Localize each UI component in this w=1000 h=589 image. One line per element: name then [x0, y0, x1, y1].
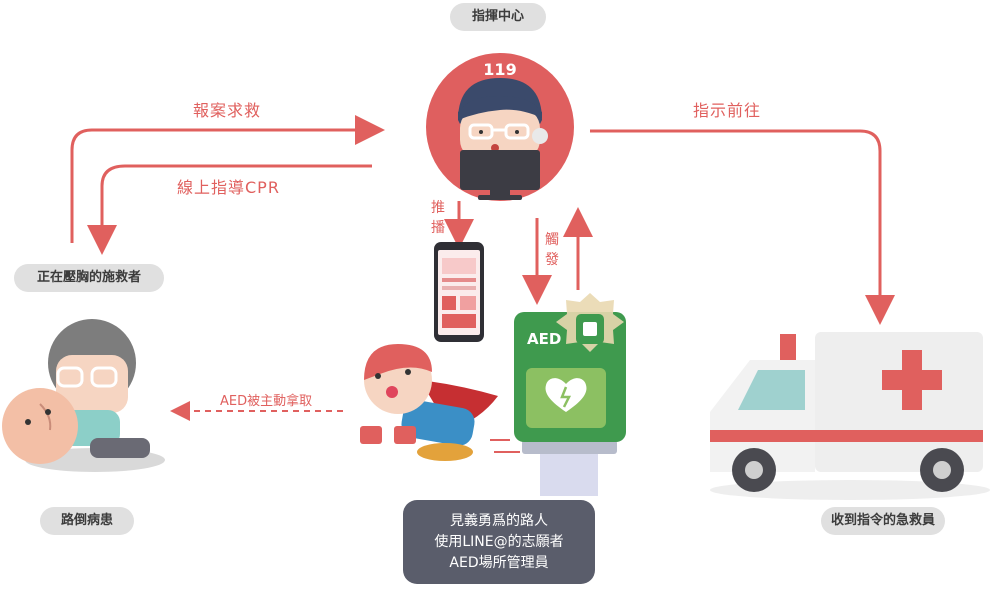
smartphone-illustration	[434, 242, 484, 342]
helper-line-passerby: 見義勇爲的路人	[450, 512, 548, 529]
dispatch-number: 119	[483, 60, 517, 79]
report-label: 報案求救	[193, 101, 262, 120]
arrow-report	[70, 115, 385, 243]
arrow-online-cpr	[87, 164, 372, 255]
ambulance-crew-label: 收到指令的急救員	[821, 507, 945, 535]
command-center-label: 指揮中心	[450, 3, 546, 31]
dispatcher-illustration	[426, 53, 574, 201]
arrow-dispatch	[590, 129, 895, 325]
ambulance-illustration	[710, 332, 990, 500]
trigger-label: 觸發	[545, 232, 559, 268]
rescuer-patient-illustration	[2, 319, 165, 472]
helpers-box: 見義勇爲的路人 使用LINE@的志願者 AED場所管理員	[403, 500, 595, 584]
push-label: 推播	[431, 200, 445, 236]
aed-device-label: AED	[527, 330, 562, 348]
rescuer-label: 正在壓胸的施救者	[14, 264, 164, 292]
aed-fetch-label: AED被主動拿取	[220, 394, 313, 409]
helper-illustration	[360, 344, 520, 461]
patient-label: 路倒病患	[40, 507, 134, 535]
dispatch-label: 指示前往	[693, 101, 762, 120]
helper-line-manager: AED場所管理員	[449, 554, 549, 571]
helper-line-volunteer: 使用LINE@的志願者	[434, 533, 564, 550]
online-cpr-label: 線上指導CPR	[177, 178, 280, 197]
aed-cabinet-illustration	[514, 293, 626, 496]
